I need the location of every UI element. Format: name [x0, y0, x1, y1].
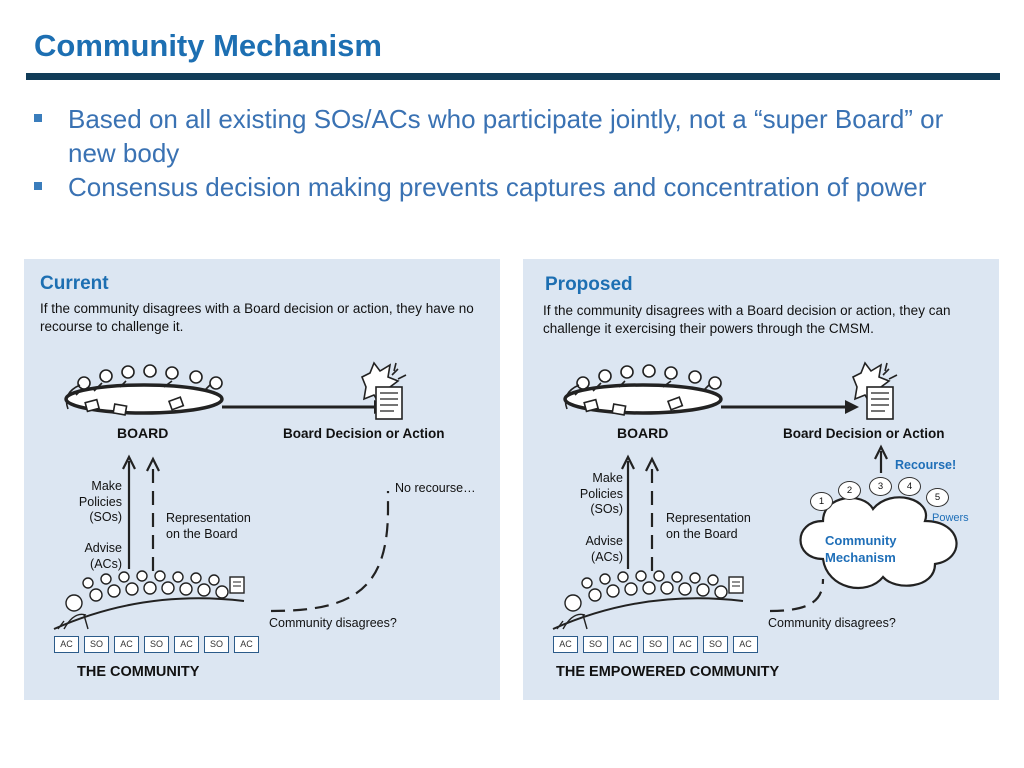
- board-meeting-icon: [64, 364, 224, 416]
- ac-badge: AC: [234, 636, 259, 653]
- representation-label: Representation on the Board: [166, 511, 251, 541]
- board-label: BOARD: [617, 425, 669, 441]
- ac-badge: AC: [673, 636, 698, 653]
- community-label: THE COMMUNITY: [77, 664, 200, 680]
- powers-label: Powers: [932, 512, 969, 524]
- advise-label: Advise (ACs): [585, 534, 623, 564]
- bullet-item: Based on all existing SOs/ACs who partic…: [34, 102, 954, 170]
- proposed-description: If the community disagrees with a Board …: [543, 303, 951, 336]
- community-crowd-icon: [53, 570, 245, 630]
- bullet-text: Consensus decision making prevents captu…: [68, 172, 927, 202]
- so-badge: SO: [643, 636, 668, 653]
- page-title: Community Mechanism: [34, 28, 382, 63]
- power-number: 3: [869, 477, 892, 496]
- community-crowd-icon: [552, 570, 744, 630]
- community-disagrees-label: Community disagrees?: [768, 616, 896, 630]
- community-mechanism-label: Community Mechanism: [825, 533, 897, 565]
- no-recourse-label: No recourse…: [395, 481, 476, 495]
- so-badge: SO: [583, 636, 608, 653]
- proposed-diagram-art: [552, 361, 958, 630]
- so-ac-badge-row: AC SO AC SO AC SO AC: [54, 636, 259, 653]
- board-meeting-icon: [563, 364, 723, 416]
- ac-badge: AC: [553, 636, 578, 653]
- power-number: 4: [898, 477, 921, 496]
- current-description: If the community disagrees with a Board …: [40, 301, 474, 334]
- power-number: 1: [810, 492, 833, 511]
- ac-badge: AC: [733, 636, 758, 653]
- so-badge: SO: [204, 636, 229, 653]
- current-panel: Current If the community disagrees with …: [24, 259, 500, 700]
- so-badge: SO: [144, 636, 169, 653]
- ac-badge: AC: [54, 636, 79, 653]
- power-number: 2: [838, 481, 861, 500]
- bullet-list: Based on all existing SOs/ACs who partic…: [34, 102, 954, 204]
- ac-badge: AC: [174, 636, 199, 653]
- so-badge: SO: [703, 636, 728, 653]
- current-heading: Current: [40, 273, 109, 294]
- bullet-item: Consensus decision making prevents captu…: [34, 170, 954, 204]
- proposed-panel: Proposed If the community disagrees with…: [523, 259, 999, 700]
- power-number: 5: [926, 488, 949, 507]
- arrow-up-icon: [621, 444, 888, 571]
- make-policies-label: Make Policies (SOs): [78, 479, 122, 524]
- current-diagram-art: [53, 361, 407, 630]
- community-label: THE EMPOWERED COMMUNITY: [556, 664, 780, 680]
- bullet-square-icon: [34, 182, 42, 190]
- bullet-text: Based on all existing SOs/ACs who partic…: [68, 104, 944, 168]
- community-disagrees-label: Community disagrees?: [269, 616, 397, 630]
- decision-document-icon: [851, 361, 898, 420]
- ac-badge: AC: [613, 636, 638, 653]
- decision-label: Board Decision or Action: [283, 426, 445, 441]
- advise-label: Advise (ACs): [84, 541, 122, 571]
- arrow-up-icon: [122, 454, 160, 571]
- title-rule: [26, 73, 1000, 80]
- so-ac-badge-row: AC SO AC SO AC SO AC: [553, 636, 758, 653]
- so-badge: SO: [84, 636, 109, 653]
- ac-badge: AC: [114, 636, 139, 653]
- decision-label: Board Decision or Action: [783, 426, 945, 441]
- representation-label: Representation on the Board: [666, 511, 751, 541]
- board-label: BOARD: [117, 425, 169, 441]
- cloud-icon: [799, 496, 958, 590]
- proposed-heading: Proposed: [545, 274, 633, 295]
- recourse-label: Recourse!: [895, 458, 957, 472]
- make-policies-label: Make Policies (SOs): [579, 471, 623, 516]
- bullet-square-icon: [34, 114, 42, 122]
- decision-document-icon: [360, 361, 407, 420]
